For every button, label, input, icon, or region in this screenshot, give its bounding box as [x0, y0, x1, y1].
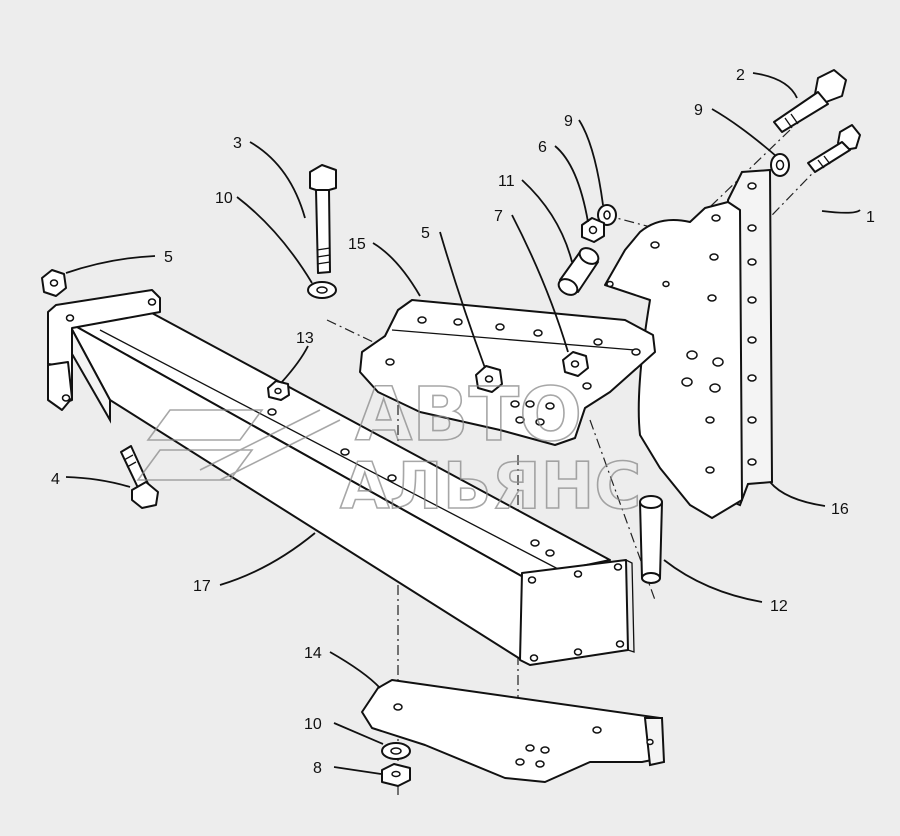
callout-5-left: 5 — [164, 249, 173, 266]
washer-10-upper — [307, 281, 337, 299]
bolt-3 — [309, 164, 337, 274]
callout-8: 8 — [313, 760, 322, 777]
watermark: АВТО АЛЬЯНС — [136, 371, 642, 525]
lower-bracket-14 — [361, 679, 666, 783]
washer-9-right — [770, 153, 790, 177]
callout-11: 11 — [498, 173, 515, 190]
watermark-line-1: АВТО — [355, 372, 582, 458]
tube-beam-17 — [47, 289, 635, 666]
washer-9-left — [597, 204, 617, 226]
callout-4: 4 — [51, 471, 60, 488]
callout-12: 12 — [770, 598, 788, 615]
callout-9-right: 9 — [694, 102, 703, 119]
nut-8 — [381, 763, 411, 787]
callout-6: 6 — [538, 139, 547, 156]
nut-13 — [267, 380, 290, 401]
callout-5-center: 5 — [421, 225, 430, 242]
callout-7: 7 — [494, 208, 503, 225]
callout-14: 14 — [304, 645, 322, 662]
callout-15: 15 — [348, 236, 366, 253]
callout-13: 13 — [296, 330, 314, 347]
spacer-11 — [557, 247, 600, 296]
callout-9-left: 9 — [564, 113, 573, 130]
upper-bracket-15 — [359, 299, 656, 446]
callout-10-lower: 10 — [304, 716, 322, 733]
callout-10-upper: 10 — [215, 190, 233, 207]
bolt-2 — [773, 69, 847, 133]
callout-labels: 1 2 3 4 5 5 6 7 8 9 9 10 10 11 12 13 14 … — [51, 67, 875, 777]
bolt-1 — [807, 124, 861, 173]
watermark-line-2: АЛЬЯНС — [340, 450, 641, 524]
nut-6 — [581, 217, 605, 243]
washer-10-lower — [381, 742, 411, 760]
nut-5-center — [475, 365, 503, 393]
callout-16: 16 — [831, 501, 849, 518]
callout-3: 3 — [233, 135, 242, 152]
callout-17: 17 — [193, 578, 211, 595]
callout-2: 2 — [736, 67, 745, 84]
callout-1: 1 — [866, 209, 875, 226]
nut-5-left — [41, 269, 67, 297]
nut-7 — [562, 351, 589, 377]
spacer-12 — [639, 495, 663, 584]
leader-lines — [65, 72, 861, 775]
mounting-plate-16 — [604, 168, 774, 519]
